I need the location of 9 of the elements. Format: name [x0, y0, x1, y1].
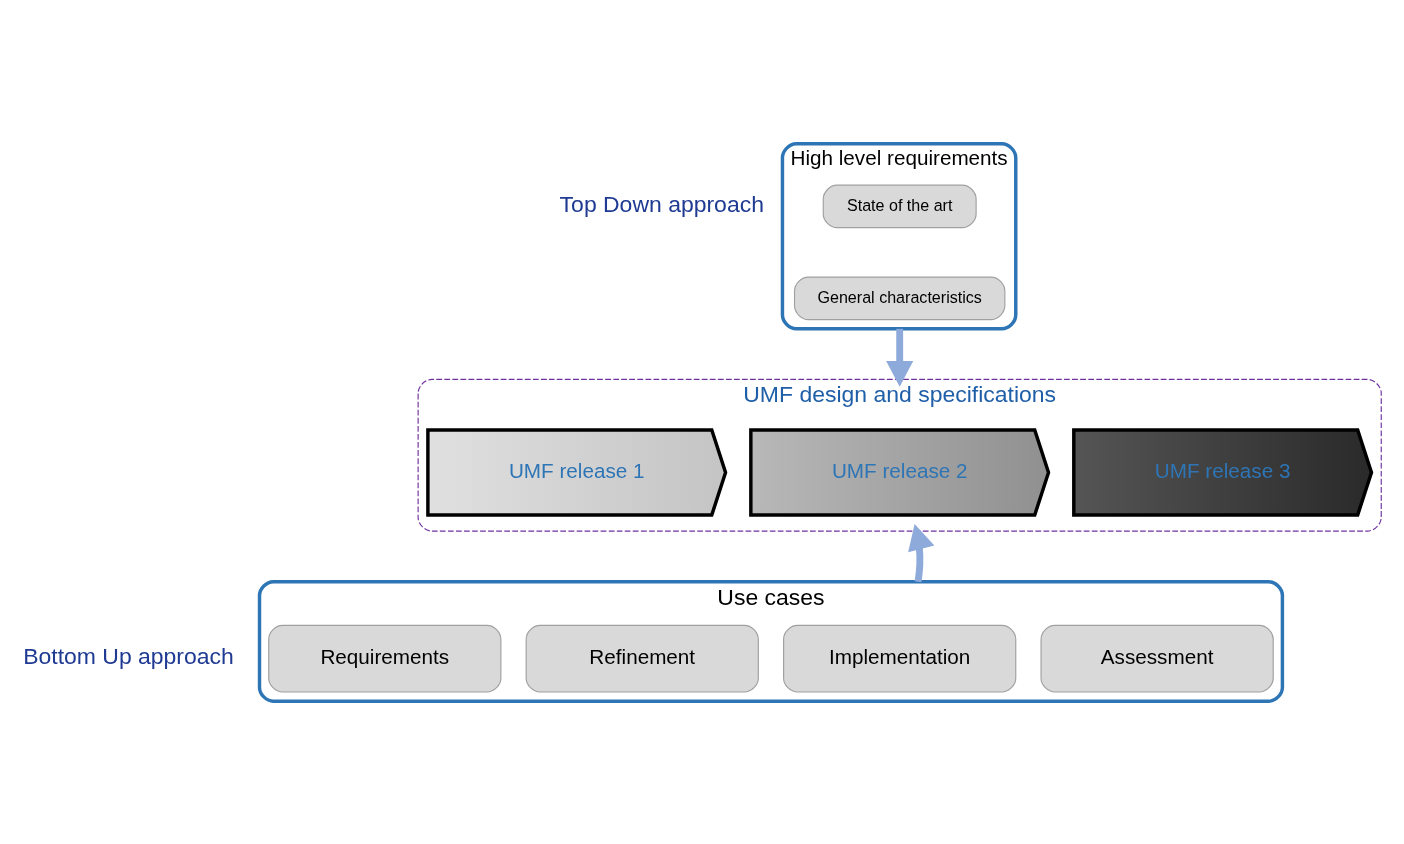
node-box: Requirements — [268, 624, 502, 693]
node-box: State of the art — [822, 184, 977, 228]
node-box: Implementation — [783, 624, 1017, 693]
node-box: Assessment — [1040, 624, 1274, 693]
arrow — [908, 523, 935, 582]
label: Bottom Up approach — [23, 642, 234, 669]
node-box: General characteristics — [793, 276, 1006, 320]
node-box: Refinement — [525, 624, 759, 693]
label: Top Down approach — [559, 190, 764, 217]
